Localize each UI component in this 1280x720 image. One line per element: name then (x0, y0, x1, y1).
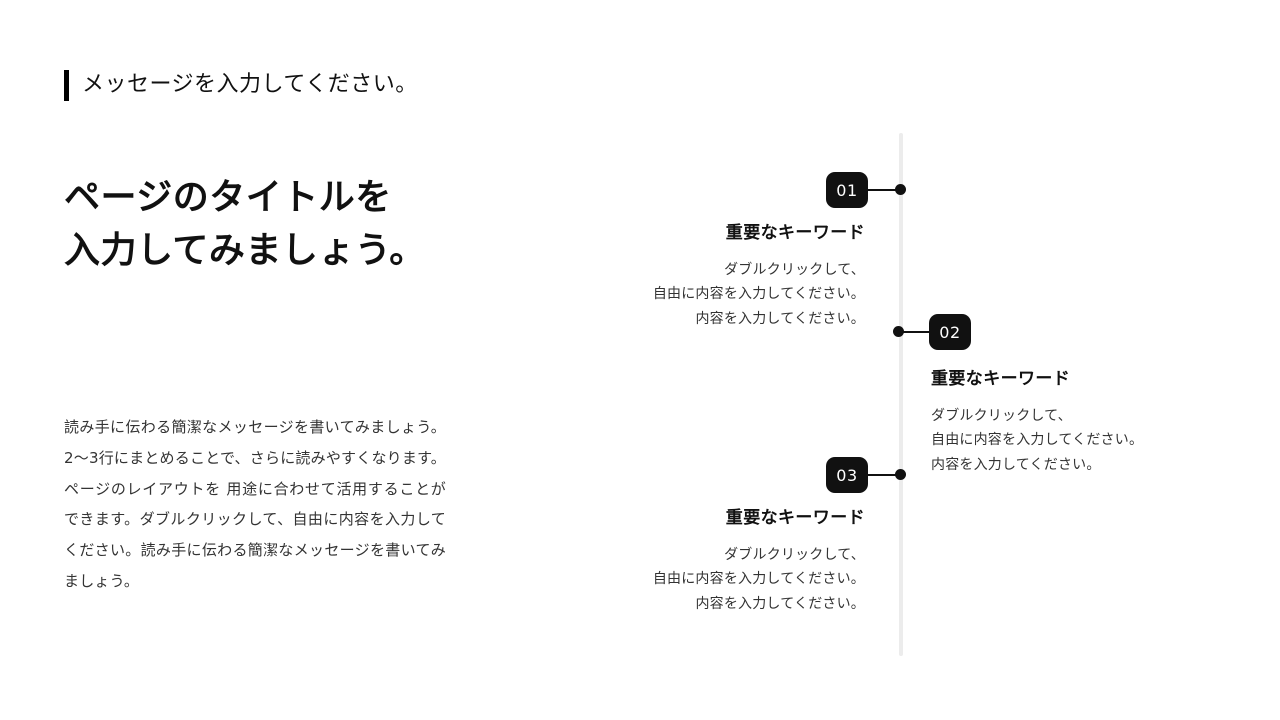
timeline-desc-01-line-2: 自由に内容を入力してください。 (652, 286, 865, 303)
timeline-desc-03: ダブルクリックして、 自由に内容を入力してください。 内容を入力してください。 (585, 543, 865, 618)
timeline-desc-02-line-1: ダブルクリックして、 (931, 407, 1072, 424)
timeline-text-01: 重要なキーワード ダブルクリックして、 自由に内容を入力してください。 内容を入… (585, 221, 865, 332)
timeline-badge-02-label: 02 (939, 322, 961, 342)
timeline-badge-02[interactable]: 02 (929, 314, 971, 350)
timeline-desc-02-line-2: 自由に内容を入力してください。 (931, 432, 1144, 449)
timeline-badge-03[interactable]: 03 (826, 457, 868, 493)
timeline-desc-01-line-3: 内容を入力してください。 (695, 311, 865, 328)
page-title: ページのタイトルを 入力してみましょう。 (64, 172, 494, 278)
timeline-badge-01[interactable]: 01 (826, 172, 868, 208)
accent-bar (64, 70, 69, 101)
timeline-desc-03-line-3: 内容を入力してください。 (695, 596, 865, 613)
timeline-connector-02 (899, 331, 931, 333)
timeline-desc-01: ダブルクリックして、 自由に内容を入力してください。 内容を入力してください。 (585, 258, 865, 333)
timeline-dot-02 (893, 326, 904, 337)
timeline-title-03: 重要なキーワード (725, 508, 865, 528)
timeline-title-01: 重要なキーワード (725, 223, 865, 243)
timeline-badge-01-label: 01 (836, 180, 858, 200)
timeline-connector-01 (868, 189, 901, 191)
timeline-axis (899, 133, 903, 656)
timeline-desc-02-line-3: 内容を入力してください。 (931, 457, 1101, 474)
page-title-line-2: 入力してみましょう。 (64, 229, 426, 271)
timeline-desc-01-line-1: ダブルクリックして、 (724, 261, 865, 278)
eyebrow-text: メッセージを入力してください。 (82, 72, 418, 98)
timeline-text-02: 重要なキーワード ダブルクリックして、 自由に内容を入力してください。 内容を入… (931, 367, 1221, 478)
timeline-badge-03-label: 03 (836, 465, 858, 485)
eyebrow-header: メッセージを入力してください。 (64, 70, 418, 101)
timeline-title-02: 重要なキーワード (931, 369, 1071, 389)
timeline-text-03: 重要なキーワード ダブルクリックして、 自由に内容を入力してください。 内容を入… (585, 506, 865, 617)
timeline-desc-03-line-1: ダブルクリックして、 (724, 546, 865, 563)
timeline-dot-03 (895, 469, 906, 480)
timeline-dot-01 (895, 184, 906, 195)
body-paragraph: 読み手に伝わる簡潔なメッセージを書いてみましょう。2〜3行にまとめることで、さら… (64, 418, 446, 590)
timeline-connector-03 (868, 474, 901, 476)
page-title-line-1: ページのタイトルを (64, 177, 392, 218)
timeline-desc-02: ダブルクリックして、 自由に内容を入力してください。 内容を入力してください。 (931, 404, 1221, 479)
timeline-desc-03-line-2: 自由に内容を入力してください。 (652, 571, 865, 588)
